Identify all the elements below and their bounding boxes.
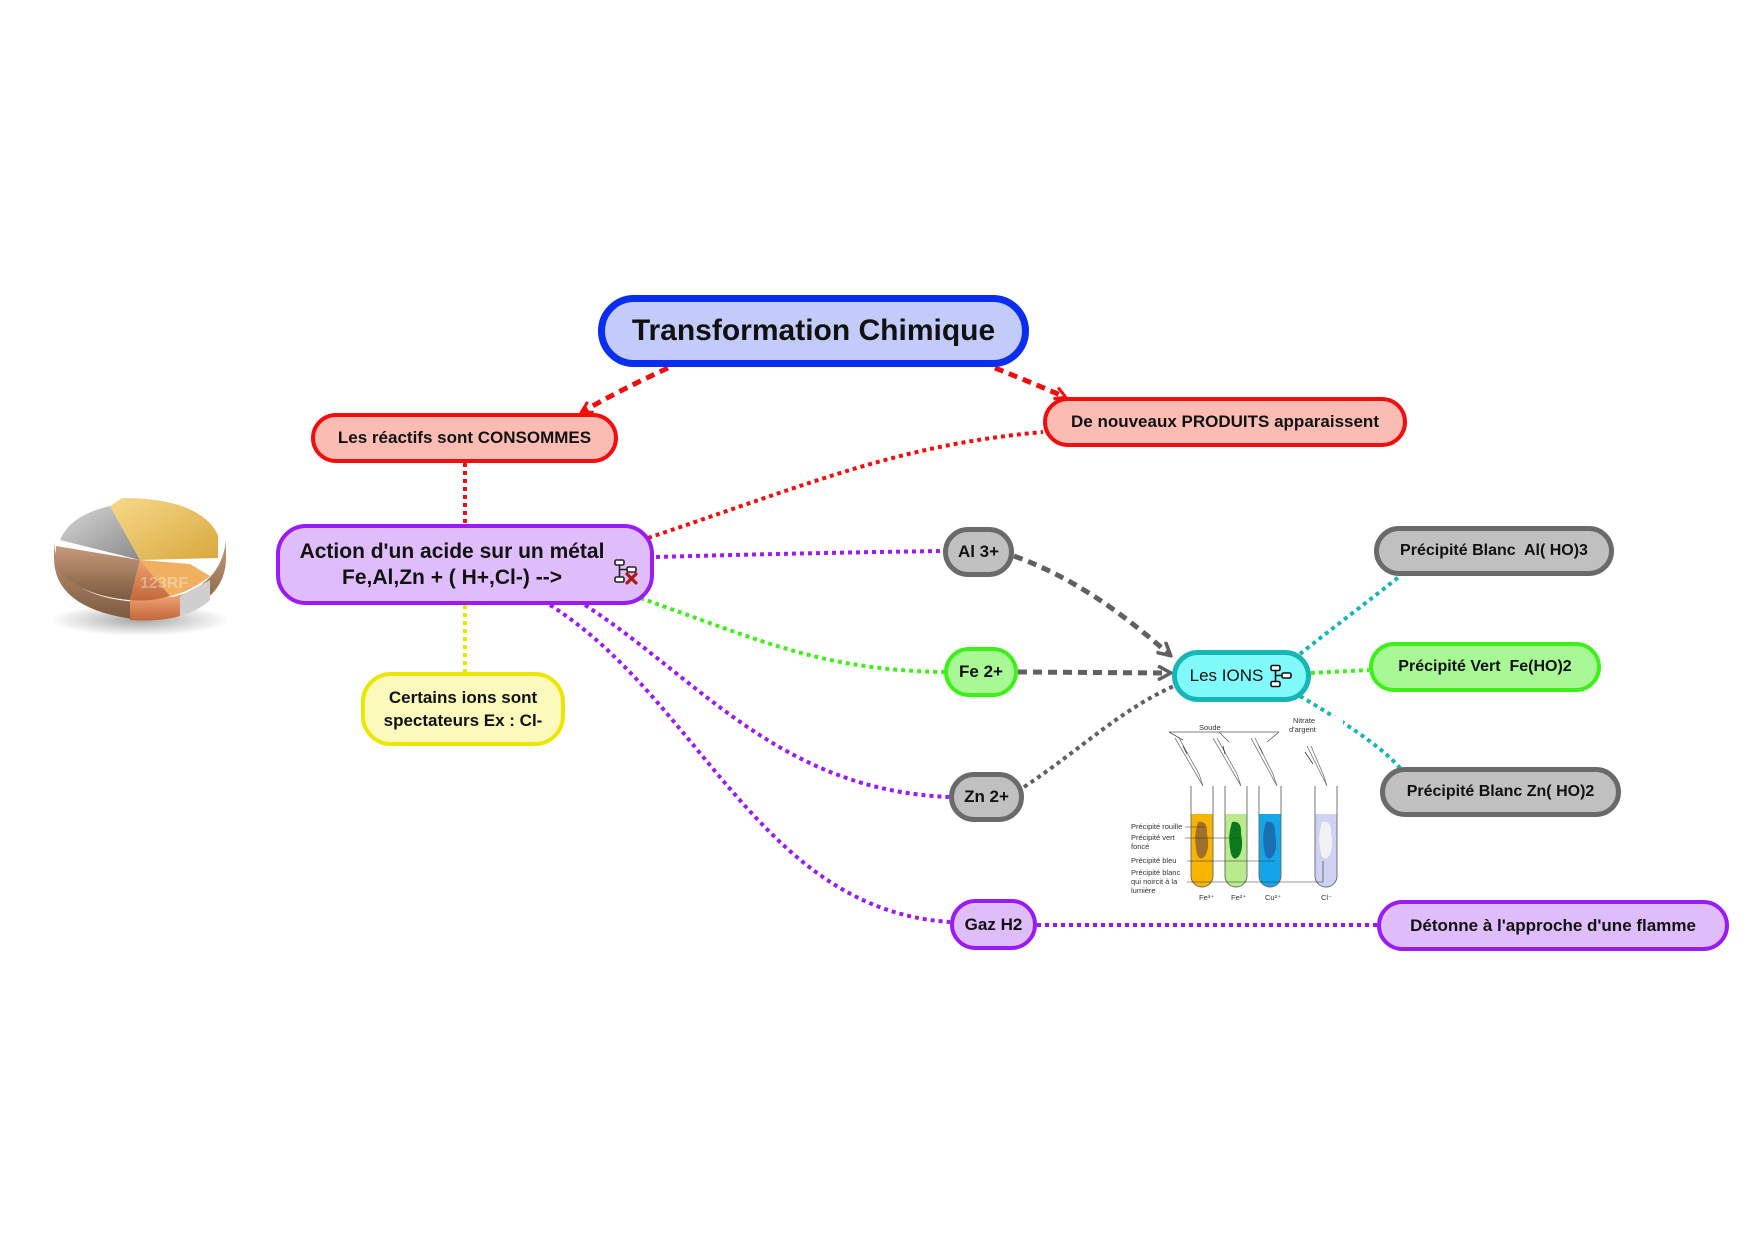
edge-ions-blanc-al: [1298, 574, 1402, 656]
node-label: Précipité Vert Fe(HO)2: [1398, 658, 1572, 675]
node-ions-spectateurs[interactable]: Certains ions sont spectateurs Ex : Cl-: [361, 672, 565, 746]
node-label-line1: Action d'un acide sur un métal: [299, 539, 605, 563]
tube-label-rouille: Précipité rouille: [1131, 822, 1183, 831]
edge-ions-vert-fe: [1310, 668, 1370, 675]
edge-action-al3: [655, 549, 944, 559]
node-label: De nouveaux PRODUITS apparaissent: [1071, 412, 1379, 431]
root-node-transformation-chimique[interactable]: Transformation Chimique: [598, 295, 1029, 367]
root-node-label: Transformation Chimique: [631, 314, 996, 347]
test-tubes-drawing: [1168, 731, 1338, 888]
node-label: Al 3+: [957, 542, 1000, 561]
tube-fe3-glass: [1190, 786, 1214, 888]
edge-action-fe2: [639, 596, 945, 674]
tube-label-dargent: d'argent: [1289, 725, 1316, 734]
node-precipite-vert-fe[interactable]: Précipité Vert Fe(HO)2: [1369, 642, 1601, 692]
node-nouveaux-produits[interactable]: De nouveaux PRODUITS apparaissent: [1043, 397, 1407, 447]
test-tubes-image: Soude Nitrate d'argent Précipité rouille…: [1127, 716, 1343, 904]
tube-label-bleu: Précipité bleu: [1131, 856, 1177, 865]
node-reactifs-consommes[interactable]: Les réactifs sont CONSOMMES: [311, 413, 618, 463]
tube-cl-glass: [1314, 786, 1338, 888]
3d-pie-chart-icon: 123RF: [50, 498, 230, 636]
node-fe2[interactable]: Fe 2+: [944, 647, 1018, 697]
node-precipite-blanc-al[interactable]: Précipité Blanc Al( HO)3: [1374, 526, 1614, 576]
tube-cu2-glass: [1258, 786, 1282, 888]
edge-ions-blanc-zn: [1298, 694, 1402, 770]
node-label: Zn 2+: [964, 787, 1009, 806]
node-precipite-blanc-zn[interactable]: Précipité Blanc Zn( HO)2: [1380, 767, 1621, 817]
map-link-remove-icon[interactable]: [612, 558, 640, 586]
tube-label-blanc: Précipité blanc: [1131, 868, 1181, 877]
node-label: Fe 2+: [959, 662, 1003, 681]
node-label: Les réactifs sont CONSOMMES: [337, 428, 592, 447]
node-label: Gaz H2: [964, 914, 1023, 934]
tube-label-fonce: foncé: [1131, 842, 1150, 851]
tube-ion-cl: Cl⁻: [1321, 893, 1333, 902]
node-label-line1: Certains ions sont: [388, 688, 538, 707]
node-les-ions[interactable]: Les IONS: [1172, 650, 1311, 702]
node-action-acide-metal[interactable]: Action d'un acide sur un métal Fe,Al,Zn …: [276, 524, 654, 605]
tube-cl-precipitate: [1319, 821, 1333, 859]
tube-ion-fe2: Fe²⁺: [1231, 893, 1247, 902]
edge-root-reactifs: [582, 365, 670, 415]
node-label: Les IONS: [1189, 666, 1264, 685]
tube-cu2-precipitate: [1263, 821, 1277, 859]
edge-zn2-ions: [1022, 684, 1175, 789]
watermark-text: 123RF: [140, 575, 188, 592]
tube-label-vert: Précipité vert: [1131, 833, 1175, 842]
edge-action-zn2: [583, 603, 950, 799]
edge-action-gaz: [548, 603, 951, 924]
edge-root-produits: [994, 365, 1065, 397]
node-label: Détonne à l'approche d'une flamme: [1410, 915, 1696, 935]
tube-fe3-precipitate: [1195, 821, 1209, 859]
node-label: Précipité Blanc Al( HO)3: [1400, 542, 1588, 559]
map-link-icon[interactable]: [1269, 664, 1293, 688]
node-zn2[interactable]: Zn 2+: [949, 772, 1024, 822]
node-label-line2: spectateurs Ex : Cl-: [383, 711, 543, 730]
node-gaz-h2[interactable]: Gaz H2: [950, 899, 1037, 950]
tube-ion-fe3: Fe³⁺: [1199, 893, 1215, 902]
edge-fe2-ions: [1017, 672, 1170, 673]
tube-label-lumiere: lumière: [1131, 886, 1156, 895]
tube-label-nitrate: Nitrate: [1293, 716, 1316, 725]
node-detonne-flamme[interactable]: Détonne à l'approche d'une flamme: [1377, 900, 1729, 951]
node-label: Précipité Blanc Zn( HO)2: [1406, 783, 1595, 800]
tube-fe2-precipitate: [1229, 821, 1243, 859]
edge-al3-ions: [1013, 553, 1170, 655]
tube-label-noircit: qui noircit à la: [1131, 877, 1178, 886]
edge-action-produits: [647, 430, 1044, 540]
node-al3[interactable]: Al 3+: [943, 527, 1014, 577]
tube-label-soude: Soude: [1199, 723, 1221, 732]
node-label-line2: Fe,Al,Zn + ( H+,Cl-) -->: [342, 565, 562, 589]
tube-fe2-glass: [1224, 786, 1248, 888]
tube-ion-cu2: Cu²⁺: [1265, 893, 1282, 902]
